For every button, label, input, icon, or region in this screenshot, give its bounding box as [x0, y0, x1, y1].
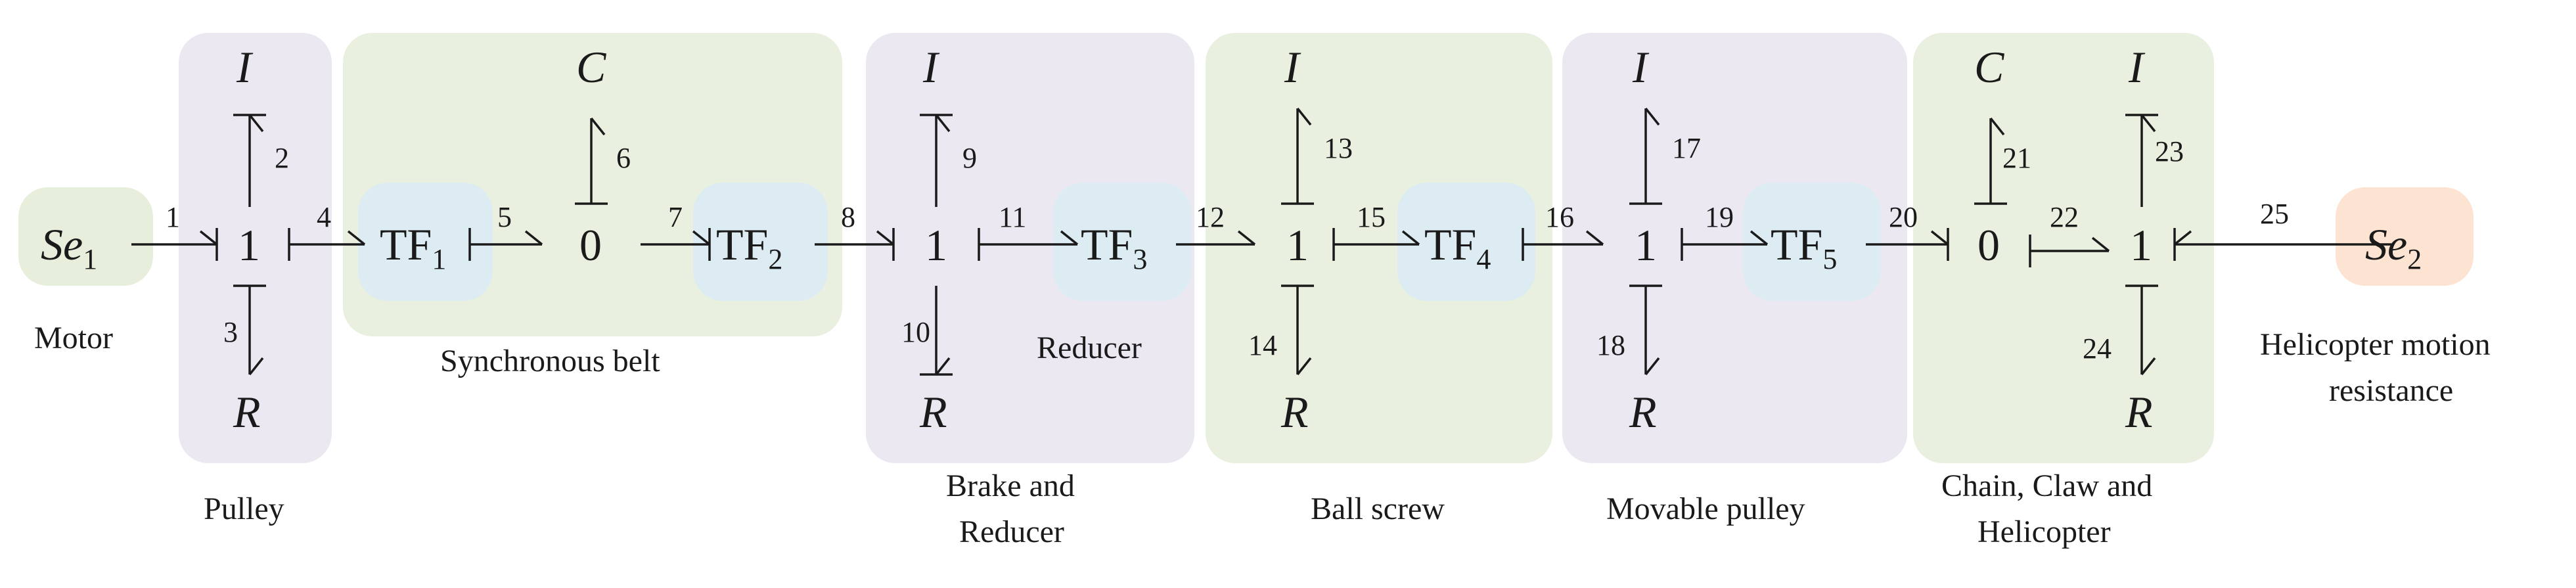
label-brake-line2: Reducer — [959, 514, 1064, 549]
inertia-ballscrew: I — [1284, 42, 1301, 92]
chain-claw-helicopter-box — [1913, 33, 2214, 463]
resistance-pulley: R — [233, 387, 261, 437]
junction-1-movable: 1 — [1635, 220, 1657, 270]
junction-1-brake: 1 — [925, 220, 947, 270]
bond-number: 6 — [616, 142, 631, 174]
bond-number: 18 — [1596, 329, 1625, 361]
vertical-bonds — [233, 107, 2158, 376]
bond-number: 13 — [1324, 132, 1353, 164]
tf3-highlight — [1053, 183, 1191, 301]
tf4-highlight — [1397, 183, 1535, 301]
bond-number: 12 — [1196, 201, 1225, 233]
label-pulley: Pulley — [204, 491, 284, 526]
bond-number: 24 — [2083, 332, 2112, 365]
compliance-belt: C — [576, 42, 606, 92]
bond-number: 15 — [1357, 201, 1386, 233]
bond-number: 4 — [317, 201, 331, 233]
se1-source: Se1 — [41, 219, 97, 275]
bond-number: 25 — [2260, 198, 2289, 230]
bond-numbers: 1 2 3 4 5 6 7 8 9 10 11 12 13 14 15 16 1… — [166, 132, 2289, 365]
tf3-node: TF3 — [1081, 219, 1147, 275]
compliance-chain: C — [1974, 42, 2004, 92]
label-resistance-line1: Helicopter motion — [2260, 327, 2491, 362]
bond-number: 17 — [1672, 132, 1701, 164]
tf1-highlight — [358, 183, 493, 301]
label-synchronous-belt: Synchronous belt — [440, 344, 660, 378]
bond-number: 8 — [841, 201, 855, 233]
se2-source: Se2 — [2365, 219, 2422, 275]
resistance-brake: R — [919, 387, 947, 437]
resistance-chain: R — [2125, 387, 2153, 437]
junction-1-pulley: 1 — [238, 220, 260, 270]
junction-0-belt: 0 — [579, 220, 602, 270]
bond-number: 10 — [901, 316, 930, 348]
inertia-movable: I — [1632, 42, 1650, 92]
label-ball-screw: Ball screw — [1311, 491, 1445, 526]
bond-number: 23 — [2155, 135, 2184, 168]
label-resistance-line2: resistance — [2329, 373, 2453, 408]
movable-pulley-box — [1562, 33, 1907, 463]
label-chain-line2: Helicopter — [1977, 514, 2111, 549]
resistance-ballscrew: R — [1280, 387, 1309, 437]
tf2-highlight — [693, 183, 828, 301]
helicopter-resistance-box — [2336, 187, 2474, 286]
junction-0-chain: 0 — [1977, 220, 2000, 270]
inertia-brake: I — [922, 42, 940, 92]
bond-number: 7 — [668, 201, 683, 233]
label-reducer: Reducer — [1037, 330, 1142, 365]
label-chain-line1: Chain, Claw and — [1941, 468, 2152, 503]
bond-number: 11 — [999, 201, 1026, 233]
tf2-node: TF2 — [716, 219, 782, 275]
bond-number: 20 — [1889, 201, 1918, 233]
tf1-node: TF1 — [380, 219, 446, 275]
inertia-chain: I — [2128, 42, 2146, 92]
label-movable-pulley: Movable pulley — [1606, 491, 1805, 526]
horizontal-bonds — [131, 228, 2391, 267]
bond-number: 14 — [1248, 329, 1277, 361]
brake-reducer-box — [866, 33, 1194, 463]
tf5-highlight — [1743, 183, 1881, 301]
tf4-node: TF4 — [1424, 219, 1491, 275]
bond-number: 22 — [2050, 201, 2079, 233]
pulley-box — [179, 33, 332, 463]
bond-number: 9 — [962, 142, 977, 174]
label-brake-line1: Brake and — [946, 468, 1075, 503]
label-motor: Motor — [34, 321, 113, 355]
bond-number: 2 — [275, 142, 289, 174]
resistance-movable: R — [1629, 387, 1657, 437]
junction-1-chain: 1 — [2130, 220, 2152, 270]
bond-number: 16 — [1545, 201, 1574, 233]
tf5-node: TF5 — [1771, 219, 1837, 275]
junction-1-ballscrew: 1 — [1286, 220, 1309, 270]
bond-number: 19 — [1705, 201, 1734, 233]
motor-box — [18, 187, 153, 286]
inertia-pulley: I — [236, 42, 254, 92]
bond-number: 1 — [166, 201, 180, 233]
ball-screw-box — [1206, 33, 1552, 463]
bond-number: 21 — [2002, 142, 2031, 174]
bond-number: 5 — [497, 201, 512, 233]
bond-number: 3 — [223, 316, 238, 348]
